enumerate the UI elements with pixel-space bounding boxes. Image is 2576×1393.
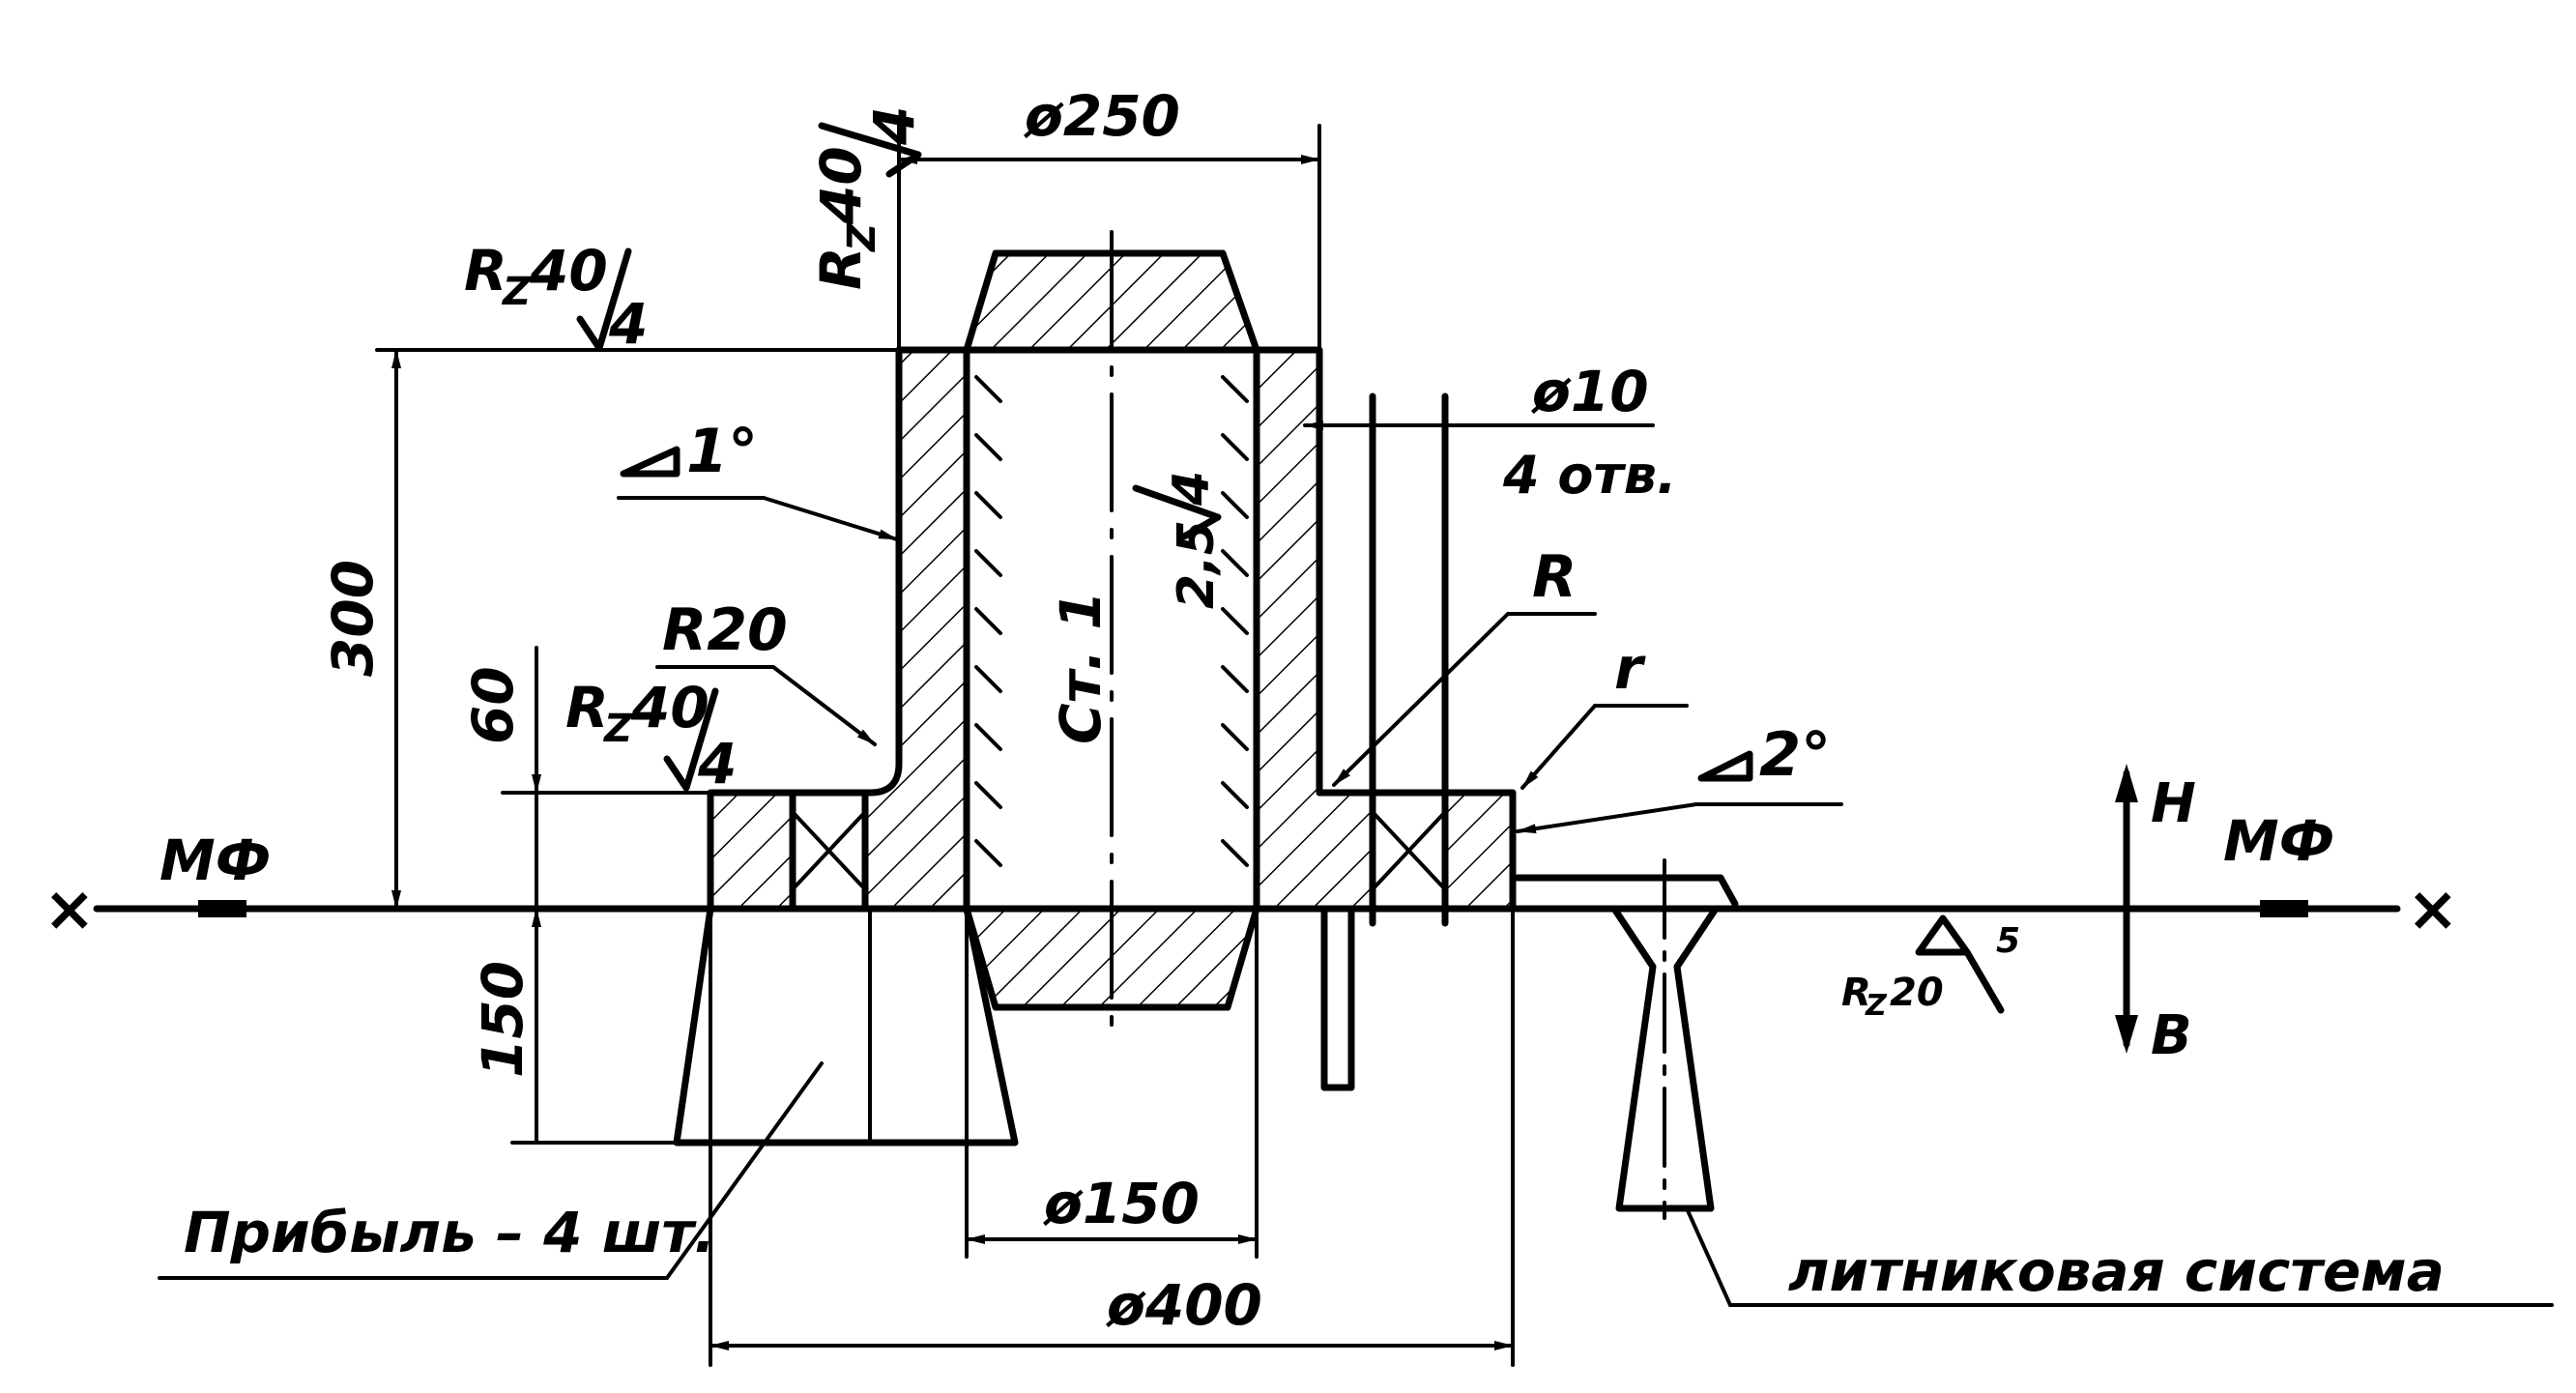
axis-left-mark: × xyxy=(43,874,96,945)
hole-count-label: 4 отв. xyxy=(1502,445,1676,506)
bottom-label: В xyxy=(2151,1004,2192,1067)
dim-d150: ø150 xyxy=(965,907,1259,1259)
dim-d400-label: ø400 xyxy=(1106,1272,1262,1338)
mold-parting-right-label: МФ xyxy=(2223,808,2334,874)
r20-label: R20 xyxy=(662,596,788,664)
r-big-label: R xyxy=(1532,543,1577,611)
taper-2-callout: 2° xyxy=(1516,719,1843,834)
riser xyxy=(673,905,1019,1146)
svg-text:R: R xyxy=(808,247,874,290)
riser-callout: Прибыль – 4 шт. xyxy=(158,1061,824,1280)
dim-60-150: 60 150 xyxy=(460,646,712,1145)
core-marks xyxy=(974,375,1249,867)
svg-text:2,5: 2,5 xyxy=(1168,520,1226,609)
roughness-rz40-top-left: R Z 40 4 xyxy=(464,238,648,357)
svg-text:40: 40 xyxy=(808,146,874,225)
dim-60-label: 60 xyxy=(460,666,526,744)
svg-text:5: 5 xyxy=(1996,921,2020,961)
dim-250-label: ø250 xyxy=(1024,83,1180,149)
top-bottom-arrow: Н В xyxy=(2115,764,2196,1067)
taper-1-callout: 1° xyxy=(617,416,899,541)
gating-label: литниковая система xyxy=(1788,1238,2445,1304)
material-label: Ст. 1 xyxy=(1048,591,1114,744)
holes-callout: ø10 4 отв. xyxy=(1502,359,1676,506)
svg-text:Z: Z xyxy=(1865,989,1888,1023)
svg-text:4: 4 xyxy=(608,291,648,357)
riser-label: Прибыль – 4 шт. xyxy=(184,1200,715,1265)
r-small-label: r xyxy=(1614,635,1646,703)
svg-text:Z: Z xyxy=(501,270,532,314)
svg-text:R: R xyxy=(464,238,507,304)
svg-text:4: 4 xyxy=(1163,471,1221,507)
taper-1-label: 1° xyxy=(686,416,758,486)
svg-text:Z: Z xyxy=(840,222,884,253)
r-callout: R xyxy=(1332,543,1597,787)
roughness-rz20: R Z 20 5 xyxy=(1841,914,2020,1023)
roughness-rz40-vertical: R Z 40 4 xyxy=(808,106,927,290)
mold-parting-left-label: МФ xyxy=(159,827,271,893)
roughness-rz40-flange: R Z 40 4 xyxy=(565,675,737,797)
dim-150-height-label: 150 xyxy=(470,961,535,1078)
dim-d400: ø400 xyxy=(709,907,1515,1367)
svg-text:R: R xyxy=(1841,971,1871,1015)
svg-text:4: 4 xyxy=(861,106,927,146)
svg-text:R: R xyxy=(565,675,609,740)
taper-2-label: 2° xyxy=(1759,719,1831,790)
dim-300: 300 xyxy=(320,348,901,911)
hole-diameter-label: ø10 xyxy=(1531,359,1649,424)
axis-right-mark: × xyxy=(2407,874,2459,945)
r-small-callout: r xyxy=(1520,635,1689,790)
svg-text:4: 4 xyxy=(697,731,737,797)
dim-300-label: 300 xyxy=(320,560,386,677)
gating-system xyxy=(1514,858,2554,1307)
svg-text:20: 20 xyxy=(1890,971,1944,1015)
roughness-2-5: 2,5 4 xyxy=(1132,471,1226,609)
svg-text:Z: Z xyxy=(602,707,633,751)
dim-250: ø250 xyxy=(897,83,1321,350)
bolt-holes xyxy=(1303,392,1655,1091)
dim-d150-label: ø150 xyxy=(1043,1171,1200,1236)
svg-text:40: 40 xyxy=(529,238,608,304)
top-label: Н xyxy=(2151,772,2196,835)
r20-callout: R20 xyxy=(655,596,877,746)
svg-text:40: 40 xyxy=(630,675,709,740)
